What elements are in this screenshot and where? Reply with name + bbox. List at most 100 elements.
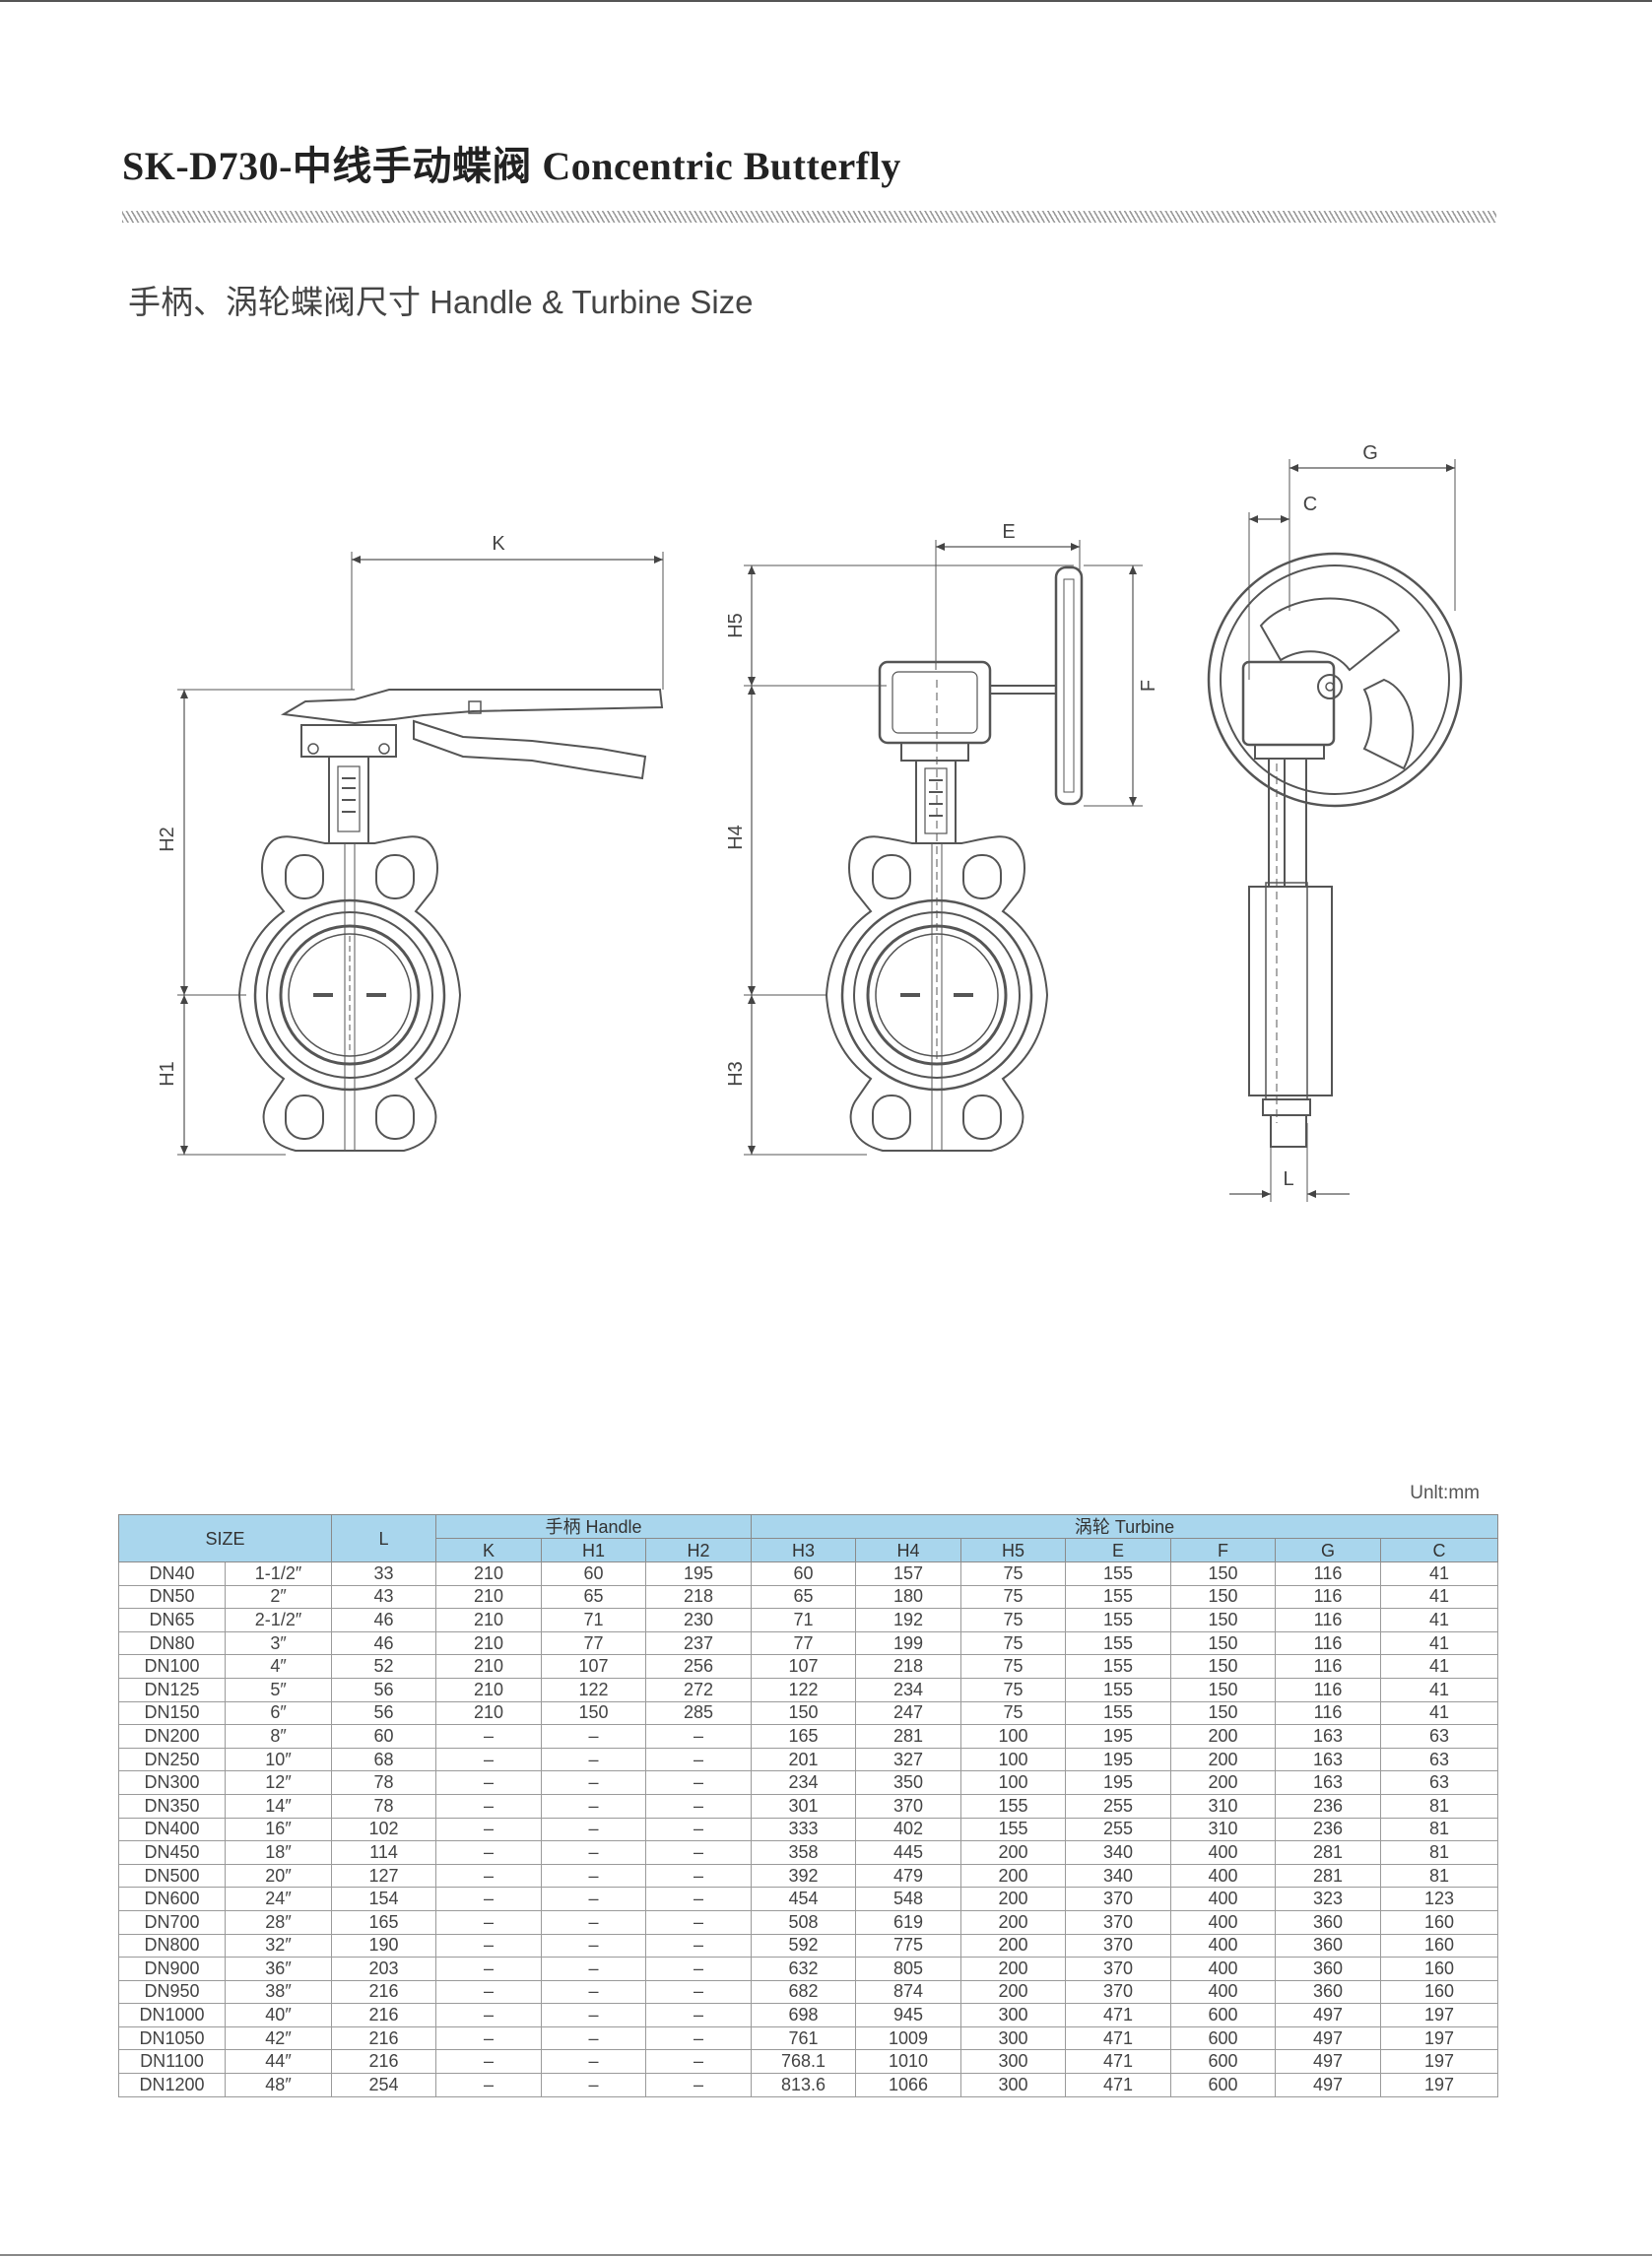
cell-h4: 945 (855, 2003, 962, 2027)
valve-drawings: K H2 H1 (157, 442, 1463, 1202)
cell-h3: 592 (751, 1933, 857, 1958)
cell-h3: 150 (751, 1700, 857, 1726)
cell-l: 56 (331, 1700, 437, 1726)
cell-h3: 122 (751, 1677, 857, 1702)
cell-c: 197 (1380, 2025, 1499, 2051)
dimension-table: SIZE L 手柄 Handle 涡轮 Turbine K H1 H2 H3 H… (117, 1514, 1499, 2097)
cell-size-inch: 3″ (224, 1630, 333, 1656)
cell-size-inch: 32″ (224, 1933, 333, 1958)
cell-h1: – (541, 1724, 647, 1749)
cell-k: – (435, 1770, 543, 1795)
col-header-turbine: 涡轮 Turbine (751, 1514, 1499, 1539)
cell-h4: 1009 (855, 2025, 962, 2051)
cell-e: 370 (1065, 1933, 1172, 1958)
cell-f: 600 (1170, 2049, 1277, 2075)
cell-h5: 75 (960, 1584, 1067, 1610)
cell-c: 160 (1380, 1979, 1499, 2005)
cell-e: 471 (1065, 2073, 1172, 2097)
cell-h2: 256 (645, 1654, 753, 1679)
cell-h2: 195 (645, 1561, 753, 1586)
cell-size-inch: 48″ (224, 2073, 333, 2097)
col-header-h5: H5 (960, 1538, 1067, 1562)
cell-h2: – (645, 2073, 753, 2097)
cell-g: 497 (1275, 2025, 1382, 2051)
cell-size-inch: 20″ (224, 1863, 333, 1889)
cell-g: 497 (1275, 2003, 1382, 2027)
cell-h3: 392 (751, 1863, 857, 1889)
cell-e: 155 (1065, 1584, 1172, 1610)
cell-h4: 1010 (855, 2049, 962, 2075)
cell-e: 155 (1065, 1630, 1172, 1656)
cell-h5: 200 (960, 1933, 1067, 1958)
cell-g: 116 (1275, 1654, 1382, 1679)
cell-c: 41 (1380, 1584, 1499, 1610)
cell-h1: – (541, 1887, 647, 1911)
cell-h5: 200 (960, 1887, 1067, 1911)
cell-g: 163 (1275, 1747, 1382, 1772)
cell-f: 150 (1170, 1561, 1277, 1586)
cell-g: 497 (1275, 2049, 1382, 2075)
col-header-h3: H3 (751, 1538, 857, 1562)
handle-valve-drawing (177, 552, 664, 1156)
cell-l: 52 (331, 1654, 437, 1679)
cell-c: 160 (1380, 1933, 1499, 1958)
cell-h2: – (645, 1770, 753, 1795)
cell-k: – (435, 1793, 543, 1819)
cell-h3: 358 (751, 1840, 857, 1865)
cell-h3: 65 (751, 1584, 857, 1610)
cell-h2: – (645, 1863, 753, 1889)
cell-h2: – (645, 2003, 753, 2027)
cell-h3: 165 (751, 1724, 857, 1749)
cell-h3: 301 (751, 1793, 857, 1819)
cell-h1: 107 (541, 1654, 647, 1679)
dim-label-K: K (492, 533, 505, 555)
cell-e: 471 (1065, 2025, 1172, 2051)
cell-h5: 300 (960, 2049, 1067, 2075)
cell-h2: – (645, 1979, 753, 2005)
cell-h2: – (645, 1887, 753, 1911)
cell-e: 155 (1065, 1700, 1172, 1726)
cell-h1: 150 (541, 1700, 647, 1726)
cell-h2: 272 (645, 1677, 753, 1702)
cell-g: 236 (1275, 1793, 1382, 1819)
cell-h4: 479 (855, 1863, 962, 1889)
cell-h5: 75 (960, 1561, 1067, 1586)
cell-size-inch: 18″ (224, 1840, 333, 1865)
cell-c: 81 (1380, 1817, 1499, 1842)
cell-h3: 768.1 (751, 2049, 857, 2075)
cell-l: 60 (331, 1724, 437, 1749)
cell-c: 41 (1380, 1654, 1499, 1679)
cell-size-dn: DN500 (118, 1863, 226, 1889)
cell-k: – (435, 1887, 543, 1911)
cell-e: 195 (1065, 1747, 1172, 1772)
cell-h2: – (645, 1793, 753, 1819)
cell-h1: – (541, 1817, 647, 1842)
cell-h4: 199 (855, 1630, 962, 1656)
cell-h5: 200 (960, 1979, 1067, 2005)
cell-h5: 100 (960, 1747, 1067, 1772)
cell-h3: 201 (751, 1747, 857, 1772)
cell-k: 210 (435, 1654, 543, 1679)
cell-g: 323 (1275, 1887, 1382, 1911)
cell-c: 41 (1380, 1630, 1499, 1656)
cell-e: 370 (1065, 1979, 1172, 2005)
cell-g: 116 (1275, 1608, 1382, 1632)
cell-size-inch: 12″ (224, 1770, 333, 1795)
cell-f: 600 (1170, 2025, 1277, 2051)
cell-h4: 192 (855, 1608, 962, 1632)
cell-h3: 508 (751, 1909, 857, 1935)
cell-g: 360 (1275, 1957, 1382, 1981)
cell-h1: – (541, 1933, 647, 1958)
cell-g: 116 (1275, 1561, 1382, 1586)
cell-c: 81 (1380, 1863, 1499, 1889)
cell-f: 400 (1170, 1957, 1277, 1981)
cell-k: – (435, 1817, 543, 1842)
cell-h3: 813.6 (751, 2073, 857, 2097)
